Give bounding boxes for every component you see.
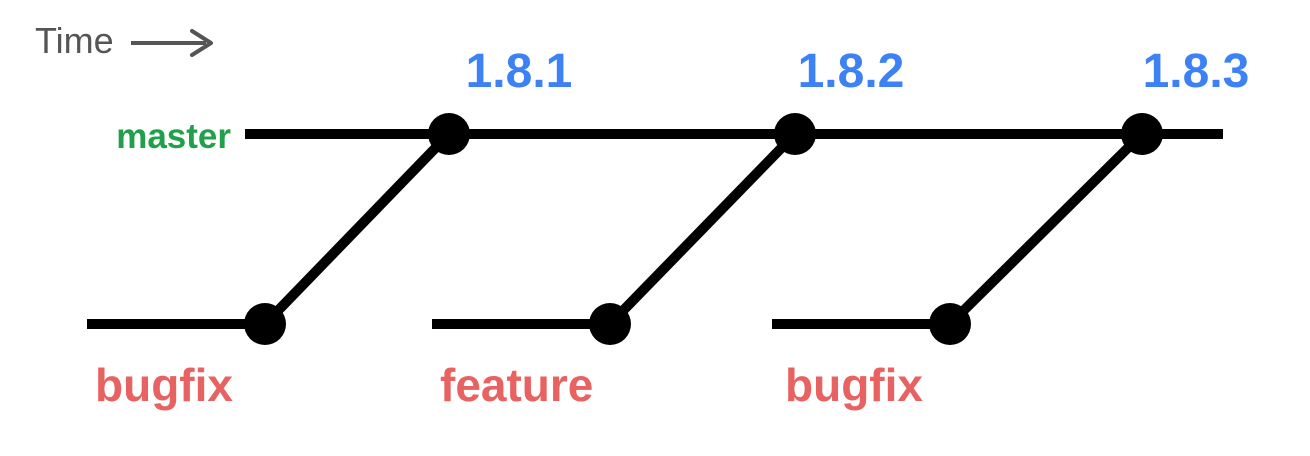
time-label: Time <box>35 20 114 61</box>
version-label: 1.8.1 <box>466 45 573 98</box>
master-branch-label: master <box>116 117 231 156</box>
branch-label: bugfix <box>95 359 233 411</box>
master-commit-dot <box>1121 113 1163 155</box>
master-commit-dot <box>428 113 470 155</box>
version-label: 1.8.3 <box>1143 45 1250 98</box>
time-arrow-head-icon <box>190 29 213 57</box>
version-label: 1.8.2 <box>798 45 905 98</box>
branch-commit-dot <box>589 303 631 345</box>
merge-line <box>261 130 453 328</box>
branch-commit-dot <box>244 303 286 345</box>
branch-label: feature <box>440 359 593 411</box>
merge-line <box>606 130 799 328</box>
master-commit-dot <box>774 113 816 155</box>
branch-commit-dot <box>929 303 971 345</box>
branch-label: bugfix <box>785 359 923 411</box>
merge-line <box>946 130 1146 328</box>
